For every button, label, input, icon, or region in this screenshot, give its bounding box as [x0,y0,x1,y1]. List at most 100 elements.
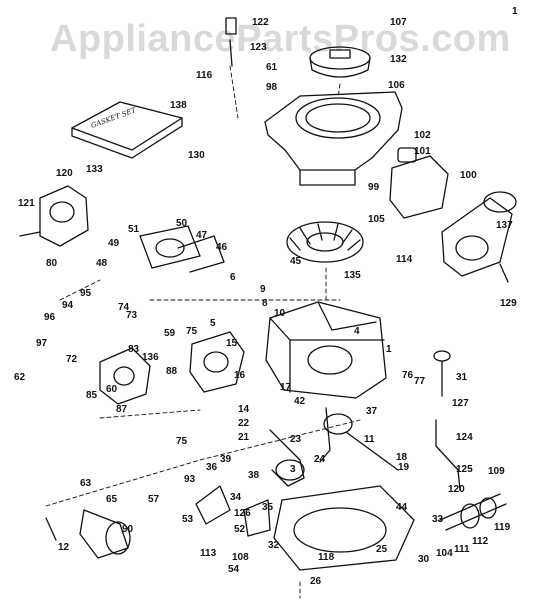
part-label: 65 [106,494,118,505]
part-label: 99 [368,182,380,193]
part-label: 126 [234,508,251,519]
part-label: 106 [388,80,405,91]
muffler-part [39,185,89,247]
sump-part [273,485,415,571]
part-label: 104 [436,548,453,559]
part-label: 6 [230,272,236,283]
part-label: 111 [454,544,470,555]
cylinder-head-part [139,225,225,273]
recoil-starter-part [441,191,517,277]
part-label: 60 [106,384,118,395]
part-label: 87 [116,404,128,415]
part-label: 132 [390,54,407,65]
part-label: 97 [36,338,48,349]
part-label: 130 [188,150,205,161]
part-label: 93 [184,474,196,485]
part-label: 88 [166,366,178,377]
part-label: 49 [108,238,120,249]
part-label: 74 [118,302,130,313]
part-label: 129 [500,298,517,309]
part-label: 98 [266,82,278,93]
piston-part [269,429,305,487]
part-label: 36 [206,462,218,473]
part-label: 37 [366,406,378,417]
part-label: 44 [396,502,408,513]
part-label: 17 [280,382,292,393]
part-label: 57 [148,494,160,505]
part-label: 108 [232,552,249,563]
part-label: 135 [344,270,361,281]
part-label: 51 [128,224,140,235]
hardware-parts [19,17,509,541]
flywheel-part [286,221,364,263]
carburetor-part [99,331,245,405]
part-label: 38 [248,470,260,481]
part-label: 123 [250,42,267,53]
part-label: 11 [364,434,375,445]
pto-shaft-part [439,493,507,531]
part-label: 119 [494,522,511,533]
part-label: 46 [216,242,228,253]
crankshaft-part [319,407,399,471]
part-label: 24 [314,454,326,465]
part-label: 9 [260,284,266,295]
part-label: 113 [200,548,217,559]
part-label: 30 [418,554,430,565]
part-label: 100 [460,170,477,181]
part-label: 1 [386,344,392,355]
part-label: 122 [252,17,269,28]
part-label: 107 [390,17,407,28]
part-label: 42 [294,396,306,407]
part-label: 85 [86,390,98,401]
part-label: 18 [396,452,408,463]
oil-filter-part [79,509,131,559]
part-label: 34 [230,492,242,503]
part-label: 120 [56,168,73,179]
part-label: 120 [448,484,465,495]
part-label: 116 [196,70,213,81]
part-label: 138 [170,100,187,111]
engine-block-part [265,301,387,399]
part-label: 109 [488,466,505,477]
part-labels: 122 107 1 123 116 61 132 106 98 138 102 … [14,6,518,587]
part-label: 26 [310,576,322,587]
part-label: 12 [58,542,70,553]
part-label: 3 [290,464,296,475]
part-label: 124 [456,432,473,443]
part-label: 83 [128,344,140,355]
part-label: 15 [226,338,238,349]
gasket-set-part [71,101,183,159]
part-label: 62 [14,372,26,383]
part-label: 127 [452,398,469,409]
part-label: 73 [126,310,138,321]
part-label: 5 [210,318,216,329]
part-label: 14 [238,404,250,415]
part-label: 75 [186,326,198,337]
part-label: 50 [176,218,188,229]
part-label: 47 [196,230,208,241]
part-label: 112 [472,536,489,547]
part-label: 137 [496,220,513,231]
dipstick-part [433,350,461,491]
part-label: 63 [80,478,92,489]
part-label: 96 [44,312,56,323]
part-label: 25 [376,544,388,555]
part-label: 133 [86,164,103,175]
part-label: 45 [290,256,302,267]
air-cleaner-part [389,147,449,219]
part-label: 4 [354,326,360,337]
part-label: 121 [18,198,35,209]
part-label: 90 [122,524,134,535]
part-label: 1 [512,6,518,17]
part-label: 94 [62,300,74,311]
part-label: 32 [268,540,280,551]
part-label: 35 [262,502,274,513]
part-label: 53 [182,514,194,525]
part-label: 31 [456,372,468,383]
part-label: 22 [238,418,250,429]
part-label: 72 [66,354,78,365]
part-label: 76 [402,370,414,381]
part-label: 101 [414,146,431,157]
part-label: 21 [238,432,250,443]
